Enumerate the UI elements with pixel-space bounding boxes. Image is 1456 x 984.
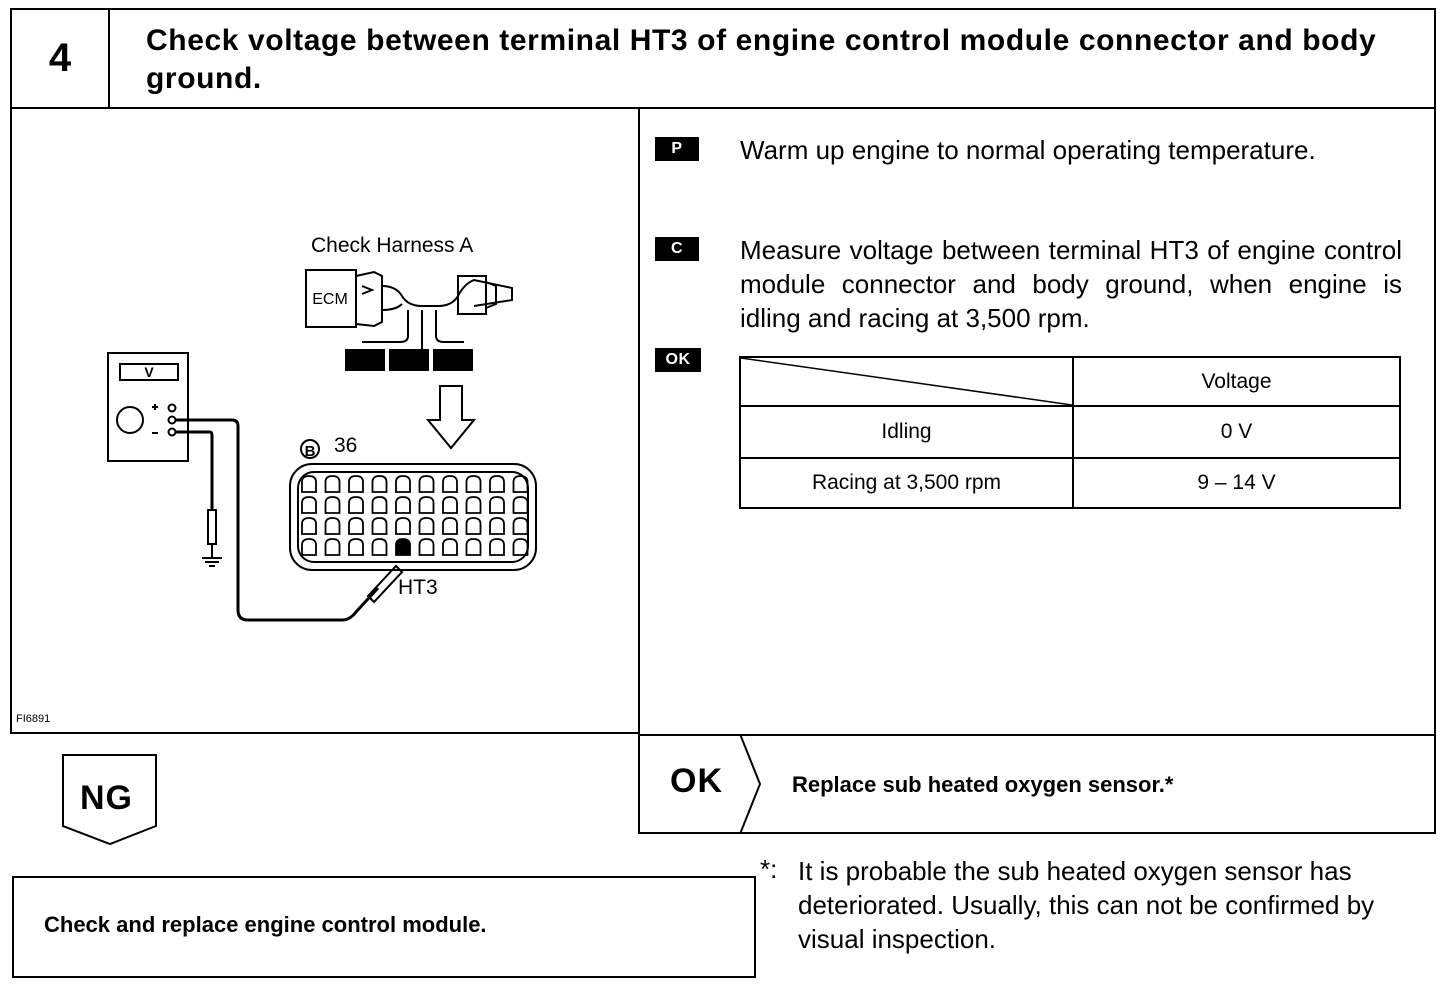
table-row: Racing at 3,500 rpm 9 – 14 V [739,457,1401,509]
ng-label: NG [80,779,133,817]
voltage-spec-table: Voltage Idling 0 V Racing at 3,500 rpm 9… [739,356,1401,509]
instruction-measure-text: Measure voltage between terminal HT3 of … [740,235,1402,333]
connector-pin [301,538,317,556]
terminal-label: HT3 [398,576,438,599]
connector-pin [348,538,364,556]
connector-pin [395,496,411,514]
connector-pin [442,475,458,493]
connector-pin [371,496,388,514]
connector-pin [465,496,482,514]
ok-chevron [739,734,762,834]
table-cell-condition: Idling [739,405,1074,459]
connector-pin [465,517,482,535]
ok-action: Replace sub heated oxygen sensor.* [792,772,1174,797]
connector-pin [324,538,341,556]
connector-symbol: B [305,443,316,460]
figure-id: FI6891 [16,713,51,725]
connector-number: 36 [334,434,358,457]
table-cell-condition: Racing at 3,500 rpm [739,457,1074,509]
diagram-graphic: B V ECM [107,269,537,622]
connector-pin [324,517,341,535]
connector-pin [465,538,482,556]
connector-pin [489,517,505,535]
connector-pin [371,517,388,535]
connector-pin [395,475,411,493]
ng-action-box [12,876,756,978]
table-row: Idling 0 V [739,405,1401,459]
connector-pin [418,538,435,556]
connector-pin [418,475,435,493]
connector-pin [489,475,505,493]
connector-pin [442,517,458,535]
badge-p: P [655,137,699,161]
connector-pin [301,496,317,514]
connector-pin [348,496,364,514]
ng-action: Check and replace engine control module. [44,912,487,937]
connector-pin [324,475,341,493]
ecm-block [305,269,357,328]
meter-label: V [144,364,154,380]
voltmeter-body [107,352,189,462]
connector-pin [371,475,388,493]
ht3-pin [395,538,411,556]
table-cell-voltage: 9 – 14 V [1072,457,1401,509]
connector-pin [512,475,529,493]
instruction-measure: Measure voltage between terminal HT3 of … [740,233,1402,335]
step-number: 4 [48,35,72,80]
connector-pin [418,517,435,535]
connector-pin [489,496,505,514]
table-corner-cell [739,356,1074,407]
instruction-warmup-text: Warm up engine to normal operating tempe… [740,135,1316,165]
step-title: Check voltage between terminal HT3 of en… [146,24,1377,95]
instruction-warmup: Warm up engine to normal operating tempe… [740,133,1402,167]
table-header-row: Voltage [739,356,1401,407]
ok-label: OK [670,762,723,800]
connector-pin [418,496,435,514]
connector-pin [512,538,529,556]
connector-pin [371,538,388,556]
footnote-text: It is probable the sub heated oxygen sen… [798,856,1375,954]
connector-pin [348,517,364,535]
connector-pin [301,475,317,493]
connector-pin [324,496,341,514]
connector-pin [465,475,482,493]
connector-pin [442,538,458,556]
connector-pin [395,517,411,535]
ecm-label: ECM [312,291,348,308]
badge-ok: OK [655,348,701,372]
connector-pin [442,496,458,514]
footnote-mark: *: [760,854,778,884]
connector-pin [512,517,529,535]
connector-b [289,463,537,571]
table-cell-voltage: 0 V [1072,405,1401,459]
table-header-voltage: Voltage [1072,356,1401,407]
connector-pin [489,538,505,556]
badge-c: C [655,237,699,261]
harness-label: Check Harness A [311,234,474,257]
connector-pin [512,496,529,514]
connector-pin [348,475,364,493]
ng-badge-shape [62,754,157,846]
connector-pin [301,517,317,535]
down-arrow [425,385,477,450]
